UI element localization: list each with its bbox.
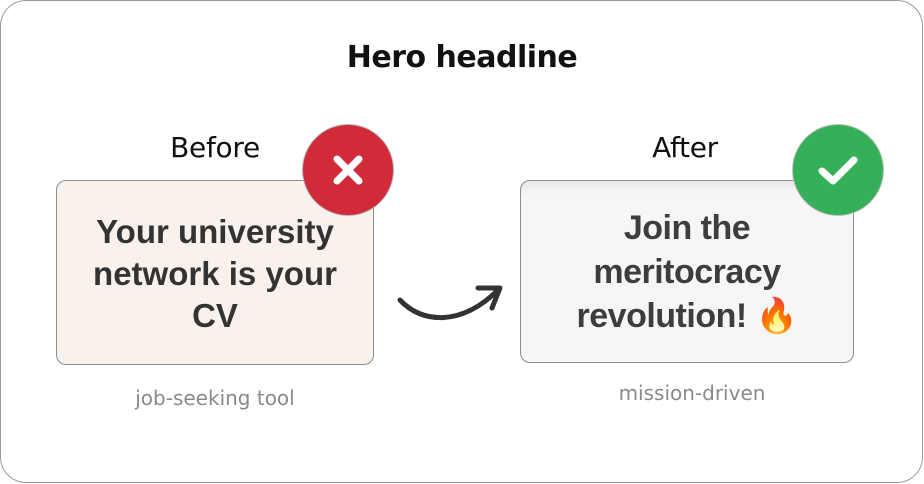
page-title: Hero headline [346,40,578,75]
before-card: Your university network is your CV [56,180,374,365]
after-label: After [652,131,718,164]
curved-arrow-right-icon [397,285,503,320]
after-card: Join the meritocracy revolution! 🔥 [520,180,854,363]
before-label: Before [170,131,260,164]
after-caption: mission-driven [618,381,766,405]
before-headline: Your university network is your CV [93,212,337,334]
check-icon [792,124,884,216]
after-headline: Join the meritocracy revolution! 🔥 [576,208,798,335]
before-caption: job-seeking tool [135,386,295,410]
x-icon [302,124,394,216]
